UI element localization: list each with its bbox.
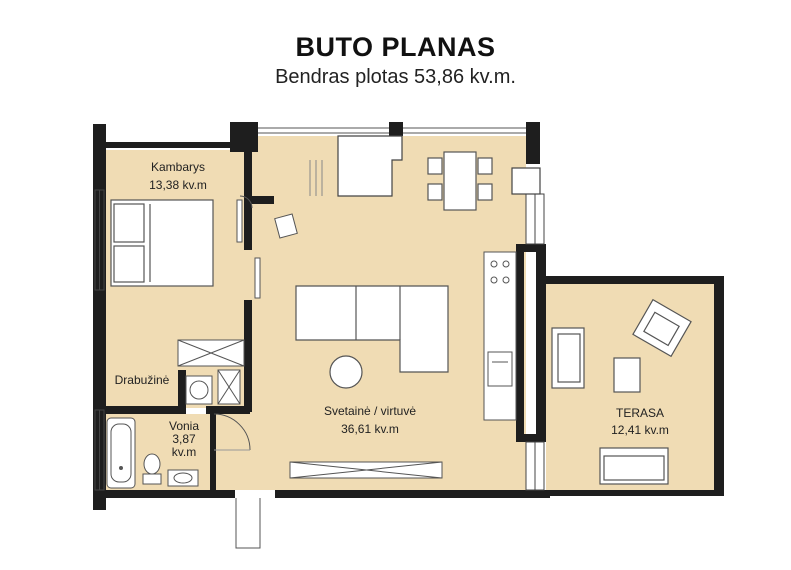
wall xyxy=(714,276,724,496)
plan-subtitle: Bendras plotas 53,86 kv.m. xyxy=(275,66,516,88)
room-labels: Kambarys 13,38 kv.m Drabužinė Vonia 3,87… xyxy=(115,160,669,459)
vonia-area-value: 3,87 xyxy=(172,432,196,446)
wall xyxy=(516,252,524,442)
wall xyxy=(230,122,258,152)
chair xyxy=(427,157,443,175)
kambarys-area: 13,38 kv.m xyxy=(149,178,207,192)
vonia-area-unit: kv.m xyxy=(172,445,196,459)
entrance-door xyxy=(235,498,261,549)
walls xyxy=(93,122,724,510)
wall xyxy=(244,204,252,250)
terasa-name: TERASA xyxy=(616,406,664,420)
wall xyxy=(275,490,550,498)
sofa xyxy=(295,285,449,373)
sink xyxy=(167,469,199,487)
terrace-furniture xyxy=(551,298,692,485)
wall xyxy=(93,290,106,410)
vonia-name: Vonia xyxy=(169,419,199,433)
windows xyxy=(94,160,545,491)
pillow xyxy=(113,203,145,243)
wardrobe xyxy=(177,339,245,405)
wall xyxy=(526,122,540,136)
wall xyxy=(526,136,540,164)
living-name: Svetainė / virtuvė xyxy=(324,404,416,418)
kitchen-sink xyxy=(487,351,513,387)
doors xyxy=(213,195,261,549)
tv-stand xyxy=(289,461,443,479)
plan-title: BUTO PLANAS xyxy=(295,32,496,62)
wall xyxy=(536,252,546,442)
chair xyxy=(477,183,493,201)
wall xyxy=(389,122,403,136)
wall xyxy=(516,244,546,252)
dining-table xyxy=(443,151,477,211)
kambarys-name: Kambarys xyxy=(151,160,205,174)
wall xyxy=(244,196,274,204)
wall xyxy=(546,276,724,284)
pillow xyxy=(113,245,145,283)
toilet xyxy=(142,453,162,485)
coffee-table xyxy=(329,355,363,389)
wall xyxy=(244,300,252,412)
wall xyxy=(93,490,235,498)
drabuzine-name: Drabužinė xyxy=(115,373,170,387)
notch xyxy=(337,135,403,197)
door-leaf xyxy=(236,199,243,243)
chair xyxy=(427,183,443,201)
kitchen-counter xyxy=(483,251,517,421)
wall xyxy=(244,150,252,196)
terrace-table xyxy=(613,357,641,393)
armchair xyxy=(274,213,298,239)
terasa-area: 12,41 kv.m xyxy=(611,423,669,437)
washing-machine xyxy=(185,375,213,405)
chair xyxy=(477,157,493,175)
bed xyxy=(110,199,214,287)
bathtub xyxy=(106,417,136,489)
wall xyxy=(546,490,724,496)
wall xyxy=(206,406,250,414)
wall xyxy=(178,370,186,414)
column-right xyxy=(511,167,541,195)
wall xyxy=(210,414,216,490)
living-area: 36,61 kv.m xyxy=(341,422,399,436)
dining-set xyxy=(427,151,493,211)
wall xyxy=(106,142,232,148)
wall xyxy=(106,406,178,414)
wall xyxy=(93,124,106,190)
door-leaf xyxy=(254,257,261,299)
wall xyxy=(516,434,546,442)
